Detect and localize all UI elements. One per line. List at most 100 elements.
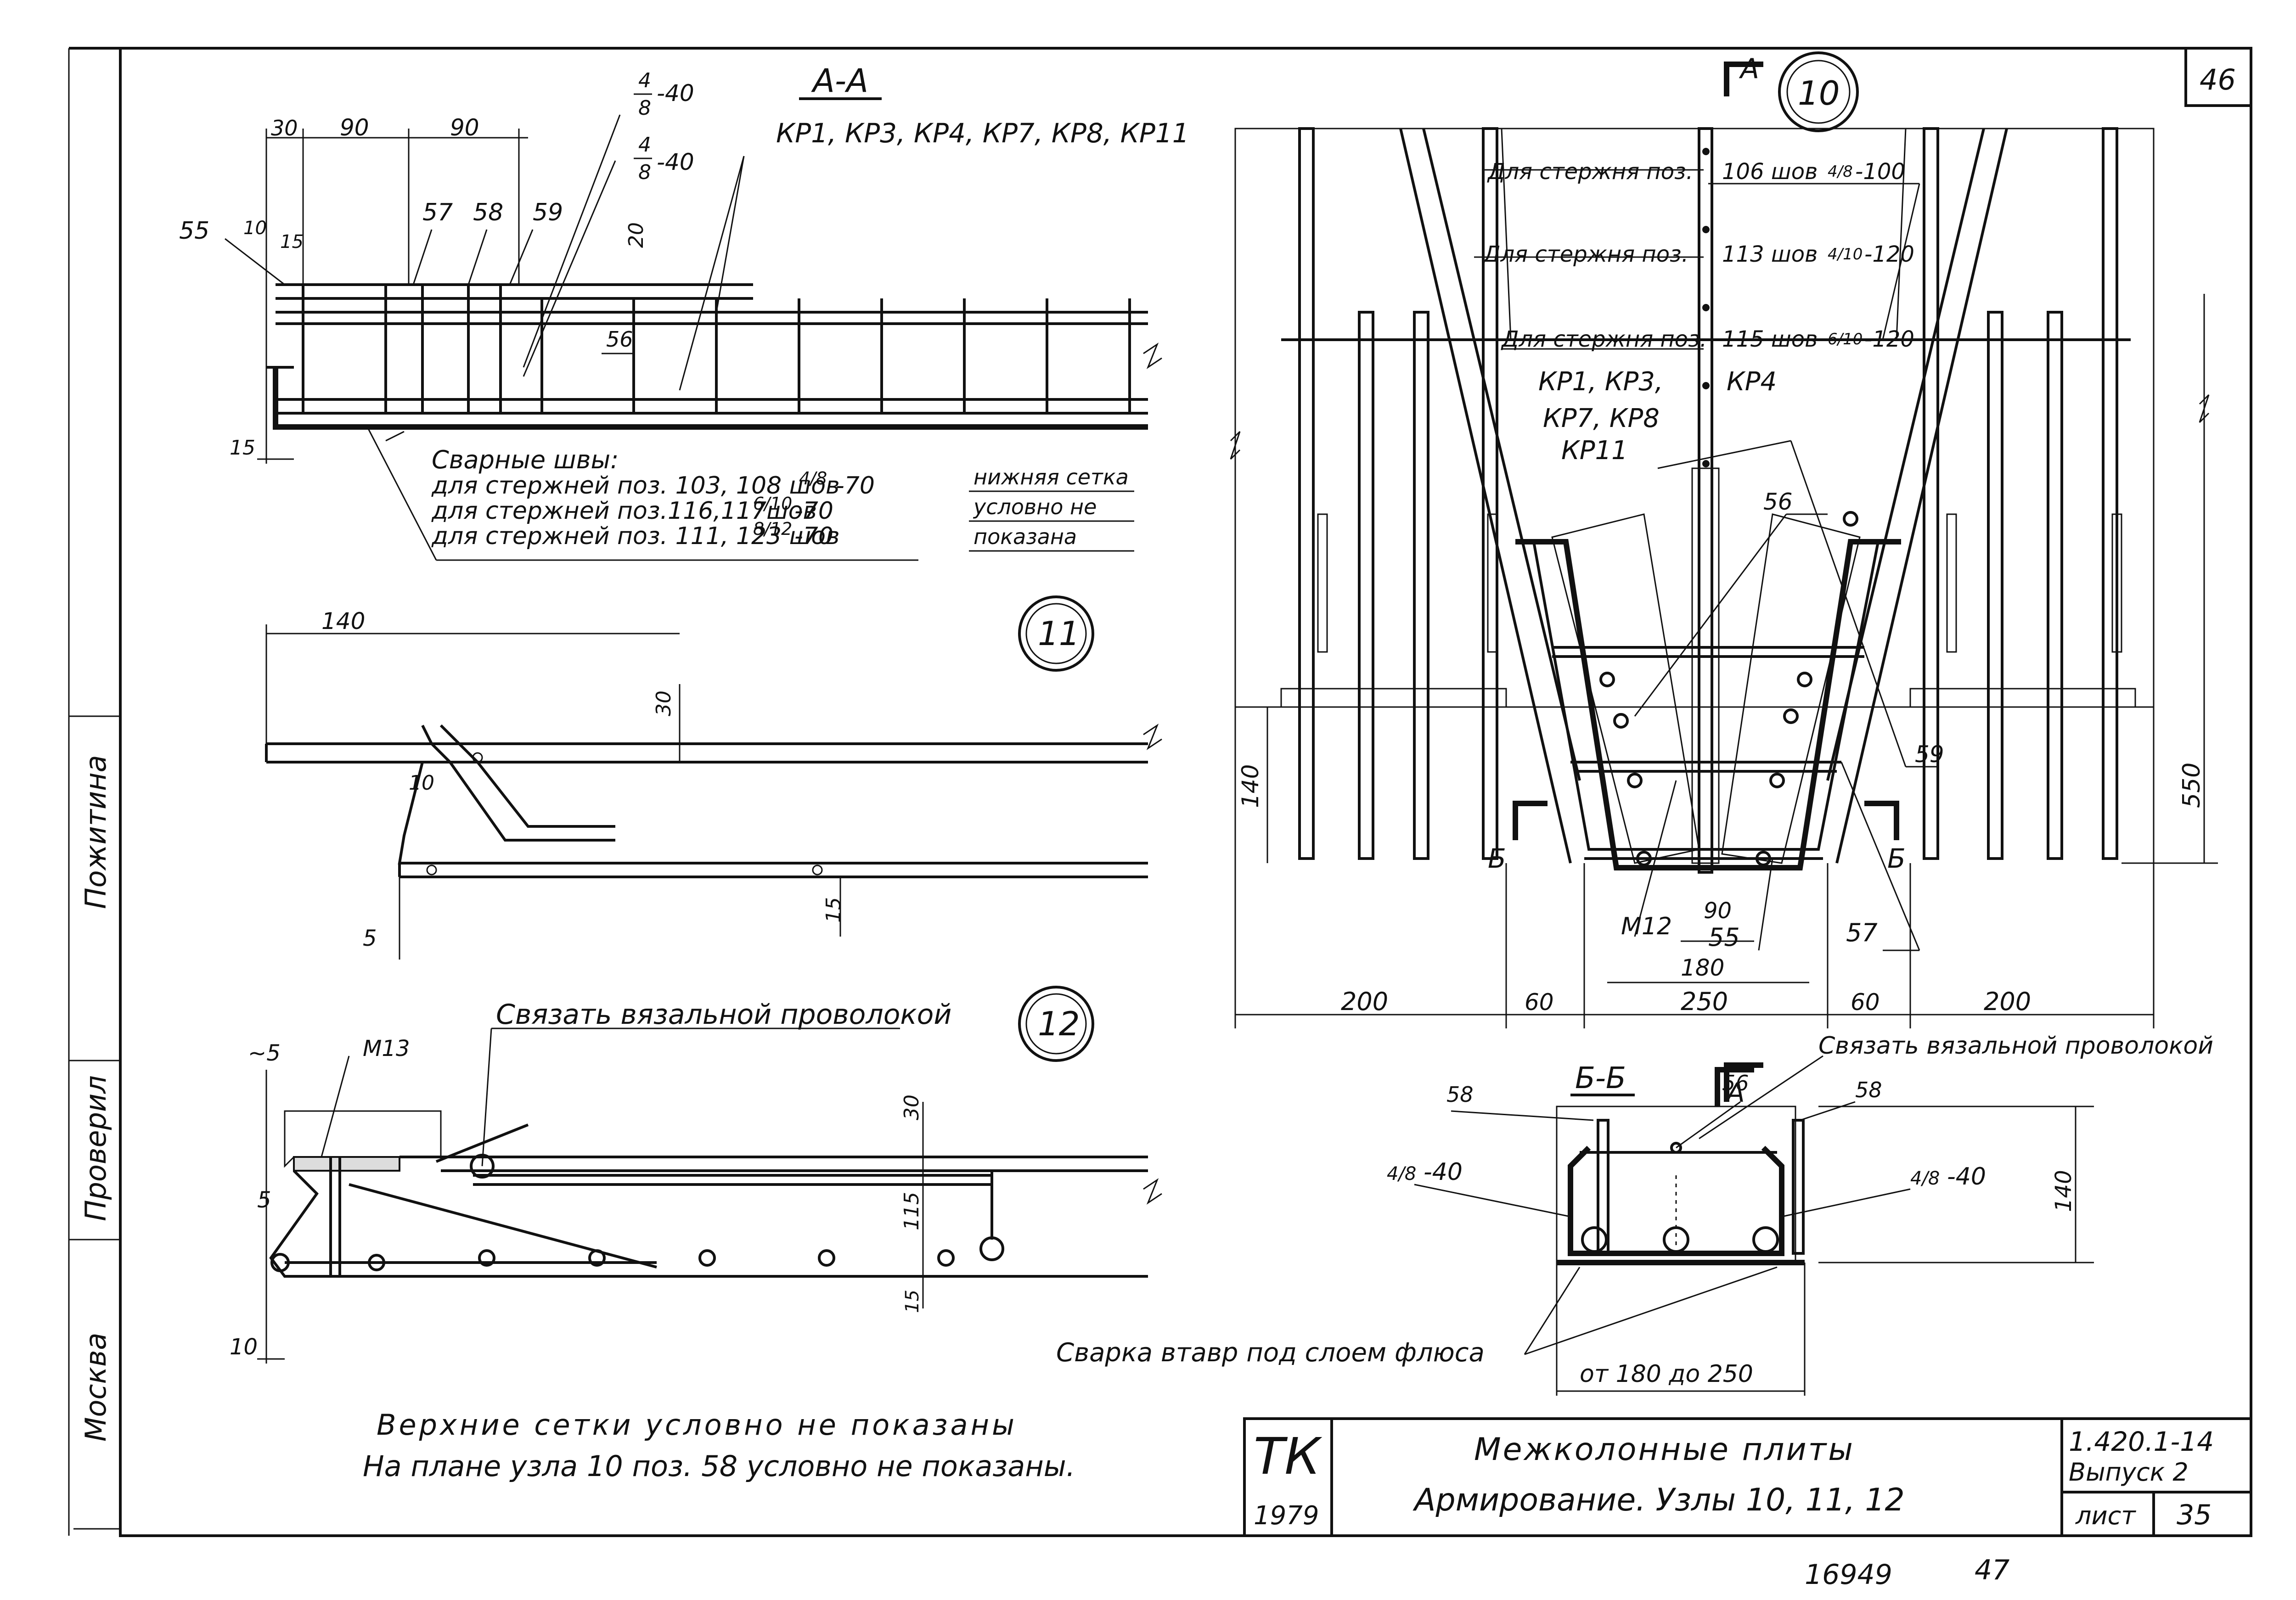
section-bb-pos-58b: 58: [1855, 1078, 1882, 1102]
node10-pos-56: 56: [1763, 488, 1793, 515]
node10-cut-mark-left: Б: [1488, 843, 1506, 874]
section-aa-dim-1: 30: [271, 116, 298, 140]
section-bb-frac-right: 4/8: [1910, 1168, 1940, 1189]
section-aa-dim-4: 10: [243, 218, 267, 239]
left-strip-label-3: Москва: [79, 1333, 113, 1442]
node10-dim-90: 90: [1704, 898, 1732, 924]
welds-line-2: для стержней поз.116,117шов: [431, 497, 817, 525]
node12-label: 12: [1038, 1005, 1080, 1043]
section-bb-weld-note: Сварка втавр под слоем флюса: [1056, 1338, 1485, 1368]
node10-dim-60a: 60: [1525, 989, 1554, 1016]
title-block-year: 1979: [1254, 1501, 1319, 1531]
node10-rod-frac-3: 6/10: [1828, 330, 1863, 348]
node10-dim-180: 180: [1681, 954, 1724, 981]
section-bb-drawing: [1414, 1055, 2094, 1396]
section-bb-title: Б-Б: [1575, 1061, 1626, 1095]
section-bb-tie-note: Связать вязальной проволокой: [1818, 1032, 2213, 1060]
section-bb-pos-56: 56: [1722, 1071, 1749, 1095]
node10-dim-250: 250: [1681, 987, 1728, 1016]
title-block-series: 1.420.1-14: [2069, 1426, 2214, 1457]
note-line-2: На плане узла 10 поз. 58 условно не пока…: [363, 1449, 1075, 1483]
node10-rod-frac-2: 4/10: [1828, 245, 1863, 264]
section-aa-drawing: [225, 114, 1162, 561]
node10-m12: М12: [1621, 913, 1672, 940]
node10-label: 10: [1798, 74, 1840, 112]
node10-rod-note-3: Для стержня поз.: [1501, 326, 1707, 352]
node10-frames-left-3: КР11: [1561, 436, 1628, 466]
node11-dim-2: 30: [652, 691, 675, 716]
node12-dim-6: 10: [230, 1334, 258, 1360]
node10-rod-weld-1: 106 шов: [1722, 159, 1818, 185]
section-aa-dim-7: 20: [625, 222, 648, 248]
node10-pos-59: 59: [1915, 741, 1944, 768]
section-aa-stirrups: [302, 285, 1131, 413]
welds-title: Сварные швы:: [432, 445, 619, 474]
section-aa-title: А-А: [811, 62, 868, 100]
node10-dim-200b: 200: [1984, 987, 2031, 1016]
section-bb-weld-right: -40: [1947, 1163, 1986, 1190]
welds-line-3: для стержней поз. 111, 123 шов: [431, 522, 840, 550]
node10-frames-left-2: КР7, КР8: [1543, 404, 1660, 433]
node10-rod-note-2: Для стержня поз.: [1482, 241, 1688, 267]
node11-dim-3: 10: [409, 771, 434, 795]
node10-rod-tail-1: -100: [1855, 159, 1905, 185]
title-block-sheet: 35: [2177, 1499, 2212, 1531]
weld-frac-top-1-den: 8: [638, 96, 651, 120]
section-aa-pos-59: 59: [533, 199, 563, 226]
section-aa-dim-3: 90: [450, 114, 479, 141]
section-bb-mark-a: А: [1725, 1077, 1745, 1108]
section-aa-frames: КР1, КР3, КР4, КР7, КР8, КР11: [776, 118, 1189, 149]
node11-dim-5: 5: [363, 926, 377, 951]
title-block-org: ТК: [1254, 1427, 1322, 1486]
node10-pos-55: 55: [1708, 923, 1740, 952]
node12-dim-1: ~5: [248, 1040, 281, 1066]
weld-frac-top-1-num: 4: [638, 69, 651, 92]
node11-dim-1: 140: [321, 608, 365, 634]
node12-dim-3: 30: [900, 1095, 923, 1120]
node11-label: 11: [1038, 614, 1080, 653]
welds-frac-2: 6/10: [753, 494, 792, 514]
section-bb-dim-height: 140: [2051, 1170, 2077, 1212]
welds-tail-2: -70: [794, 497, 833, 525]
section-aa-pos-57: 57: [422, 199, 453, 226]
welds-tail-1: -70: [836, 472, 875, 500]
node11-dim-4: 15: [822, 897, 845, 923]
node10-section-mark-top: А: [1739, 53, 1759, 85]
title-block-line-2: Армирование. Узлы 10, 11, 12: [1412, 1482, 1905, 1518]
node11-drawing: [265, 595, 1162, 960]
node10-cut-mark-right: Б: [1887, 843, 1906, 874]
node10-dim-200a: 200: [1341, 987, 1388, 1016]
node10-dim-550: 550: [2178, 763, 2206, 808]
section-aa-pos-58: 58: [473, 199, 503, 226]
node10-rod-frac-1: 4/8: [1828, 163, 1853, 181]
node10-rod-tail-2: -120: [1864, 241, 1914, 267]
left-strip-label-2: Проверил: [79, 1075, 113, 1221]
node10-rod-note-1: Для стержня поз.: [1487, 159, 1693, 185]
section-bb-weld-left: -40: [1424, 1158, 1463, 1186]
sheet-frame: [68, 47, 2252, 1537]
welds-tail-3: -70: [794, 522, 833, 550]
node12-dim-5: 15: [902, 1290, 923, 1313]
title-block-sheet-label: лист: [2075, 1501, 2136, 1530]
section-aa-pos-55: 55: [179, 217, 209, 245]
node10-rod-tail-3: -120: [1864, 326, 1914, 352]
node10-dim-140: 140: [1237, 764, 1264, 808]
node10-dim-60b: 60: [1851, 989, 1880, 1016]
section-aa-dim-5: 15: [280, 231, 304, 253]
node10-frames-left-1: КР1, КР3,: [1538, 367, 1663, 397]
node10-frame-right: КР4: [1727, 367, 1777, 397]
welds-line-1: для стержней поз. 103, 108 шов: [431, 472, 840, 500]
node10-drawing: [1230, 51, 2218, 1102]
stamp-page: 47: [1975, 1554, 2009, 1586]
weld-top-1: -40: [657, 80, 694, 107]
note-mesh-2: условно не: [973, 494, 1097, 519]
node12-dim-2: 5: [257, 1187, 271, 1213]
node12-tie-note: Связать вязальной проволокой: [496, 999, 951, 1031]
section-aa-pos-56: 56: [606, 327, 633, 352]
sheet-number-top: 46: [2200, 63, 2236, 96]
node12-dim-4: 115: [900, 1192, 923, 1230]
node10-side-rods: [1280, 127, 2136, 860]
welds-frac-1: 4/8: [799, 468, 827, 488]
note-line-1: Верхние сетки условно не показаны: [377, 1408, 1017, 1442]
